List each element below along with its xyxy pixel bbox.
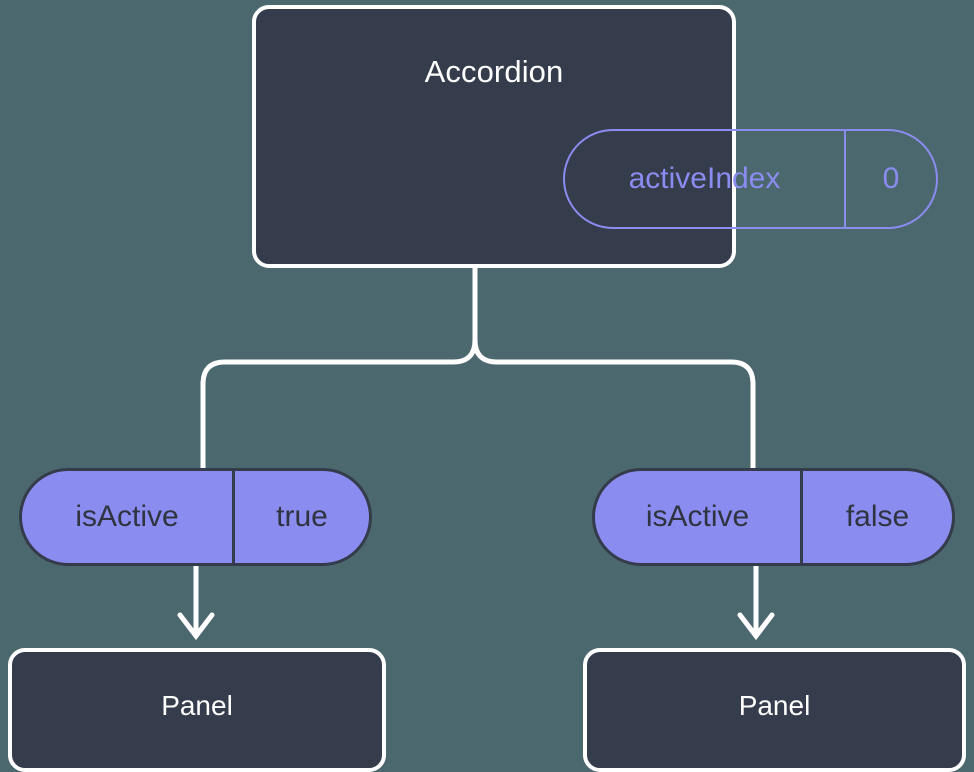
branch-connector: [200, 265, 478, 471]
panel-node-left[interactable]: Panel: [8, 648, 386, 772]
active-index-state-pill[interactable]: activeIndex 0: [563, 129, 938, 229]
panel-left-title: Panel: [161, 690, 233, 721]
is-active-true-key: isActive: [75, 500, 179, 533]
branch-connector: [472, 265, 756, 471]
active-index-key: activeIndex: [628, 162, 781, 195]
is-active-true-value: true: [232, 471, 369, 563]
accordion-node[interactable]: Accordion activeIndex 0: [252, 5, 938, 268]
accordion-title: Accordion: [424, 54, 564, 89]
panel-node-right[interactable]: Panel: [583, 648, 966, 772]
arrow-head-right: [737, 612, 775, 641]
is-active-true-pill[interactable]: isActive true: [19, 468, 372, 566]
arrow-head-left: [177, 612, 215, 641]
is-active-false-pill[interactable]: isActive false: [592, 468, 955, 566]
is-active-false-value: false: [800, 471, 952, 563]
is-active-false-key: isActive: [645, 500, 750, 533]
panel-right-title: Panel: [738, 690, 811, 721]
active-index-value: 0: [844, 131, 936, 227]
